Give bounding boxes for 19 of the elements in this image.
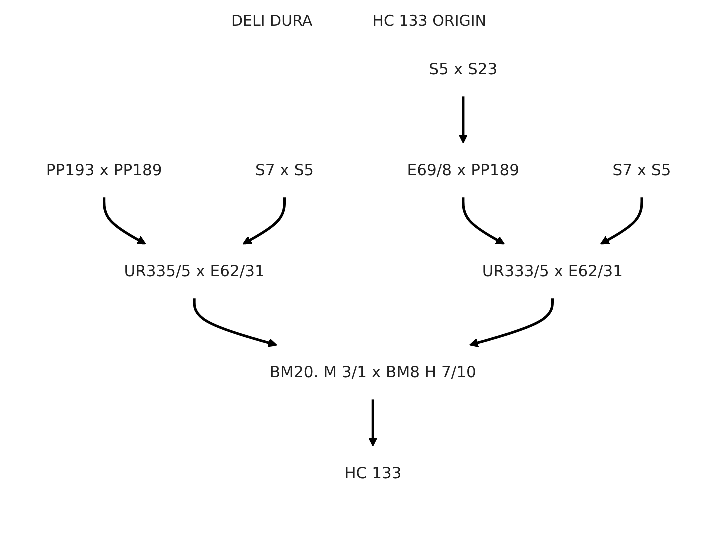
node-text: HC 133 bbox=[344, 464, 402, 483]
arrow bbox=[462, 198, 506, 245]
node-text: E69/8 x PP189 bbox=[407, 160, 520, 180]
node-text: S7 x S5 bbox=[612, 160, 672, 180]
arrow bbox=[242, 198, 286, 245]
node-text: S7 x S5 bbox=[256, 160, 314, 180]
arrow bbox=[368, 400, 378, 447]
arrow bbox=[600, 198, 644, 245]
node-text: BM20. M 3/1 x BM8 H 7/10 bbox=[270, 362, 477, 382]
heading-text: HC 133 ORIGIN bbox=[372, 12, 487, 30]
node-text: UR333/5 x E62/31 bbox=[482, 262, 624, 281]
arrow bbox=[193, 298, 278, 348]
node-text: UR335/5 x E62/31 bbox=[124, 262, 266, 281]
arrow bbox=[459, 96, 468, 144]
heading-text: DELI DURA bbox=[231, 12, 313, 30]
arrow bbox=[103, 198, 147, 245]
node-text: PP193 x PP189 bbox=[46, 160, 162, 180]
node-text: S5 x S23 bbox=[429, 60, 498, 79]
arrow bbox=[470, 298, 554, 348]
